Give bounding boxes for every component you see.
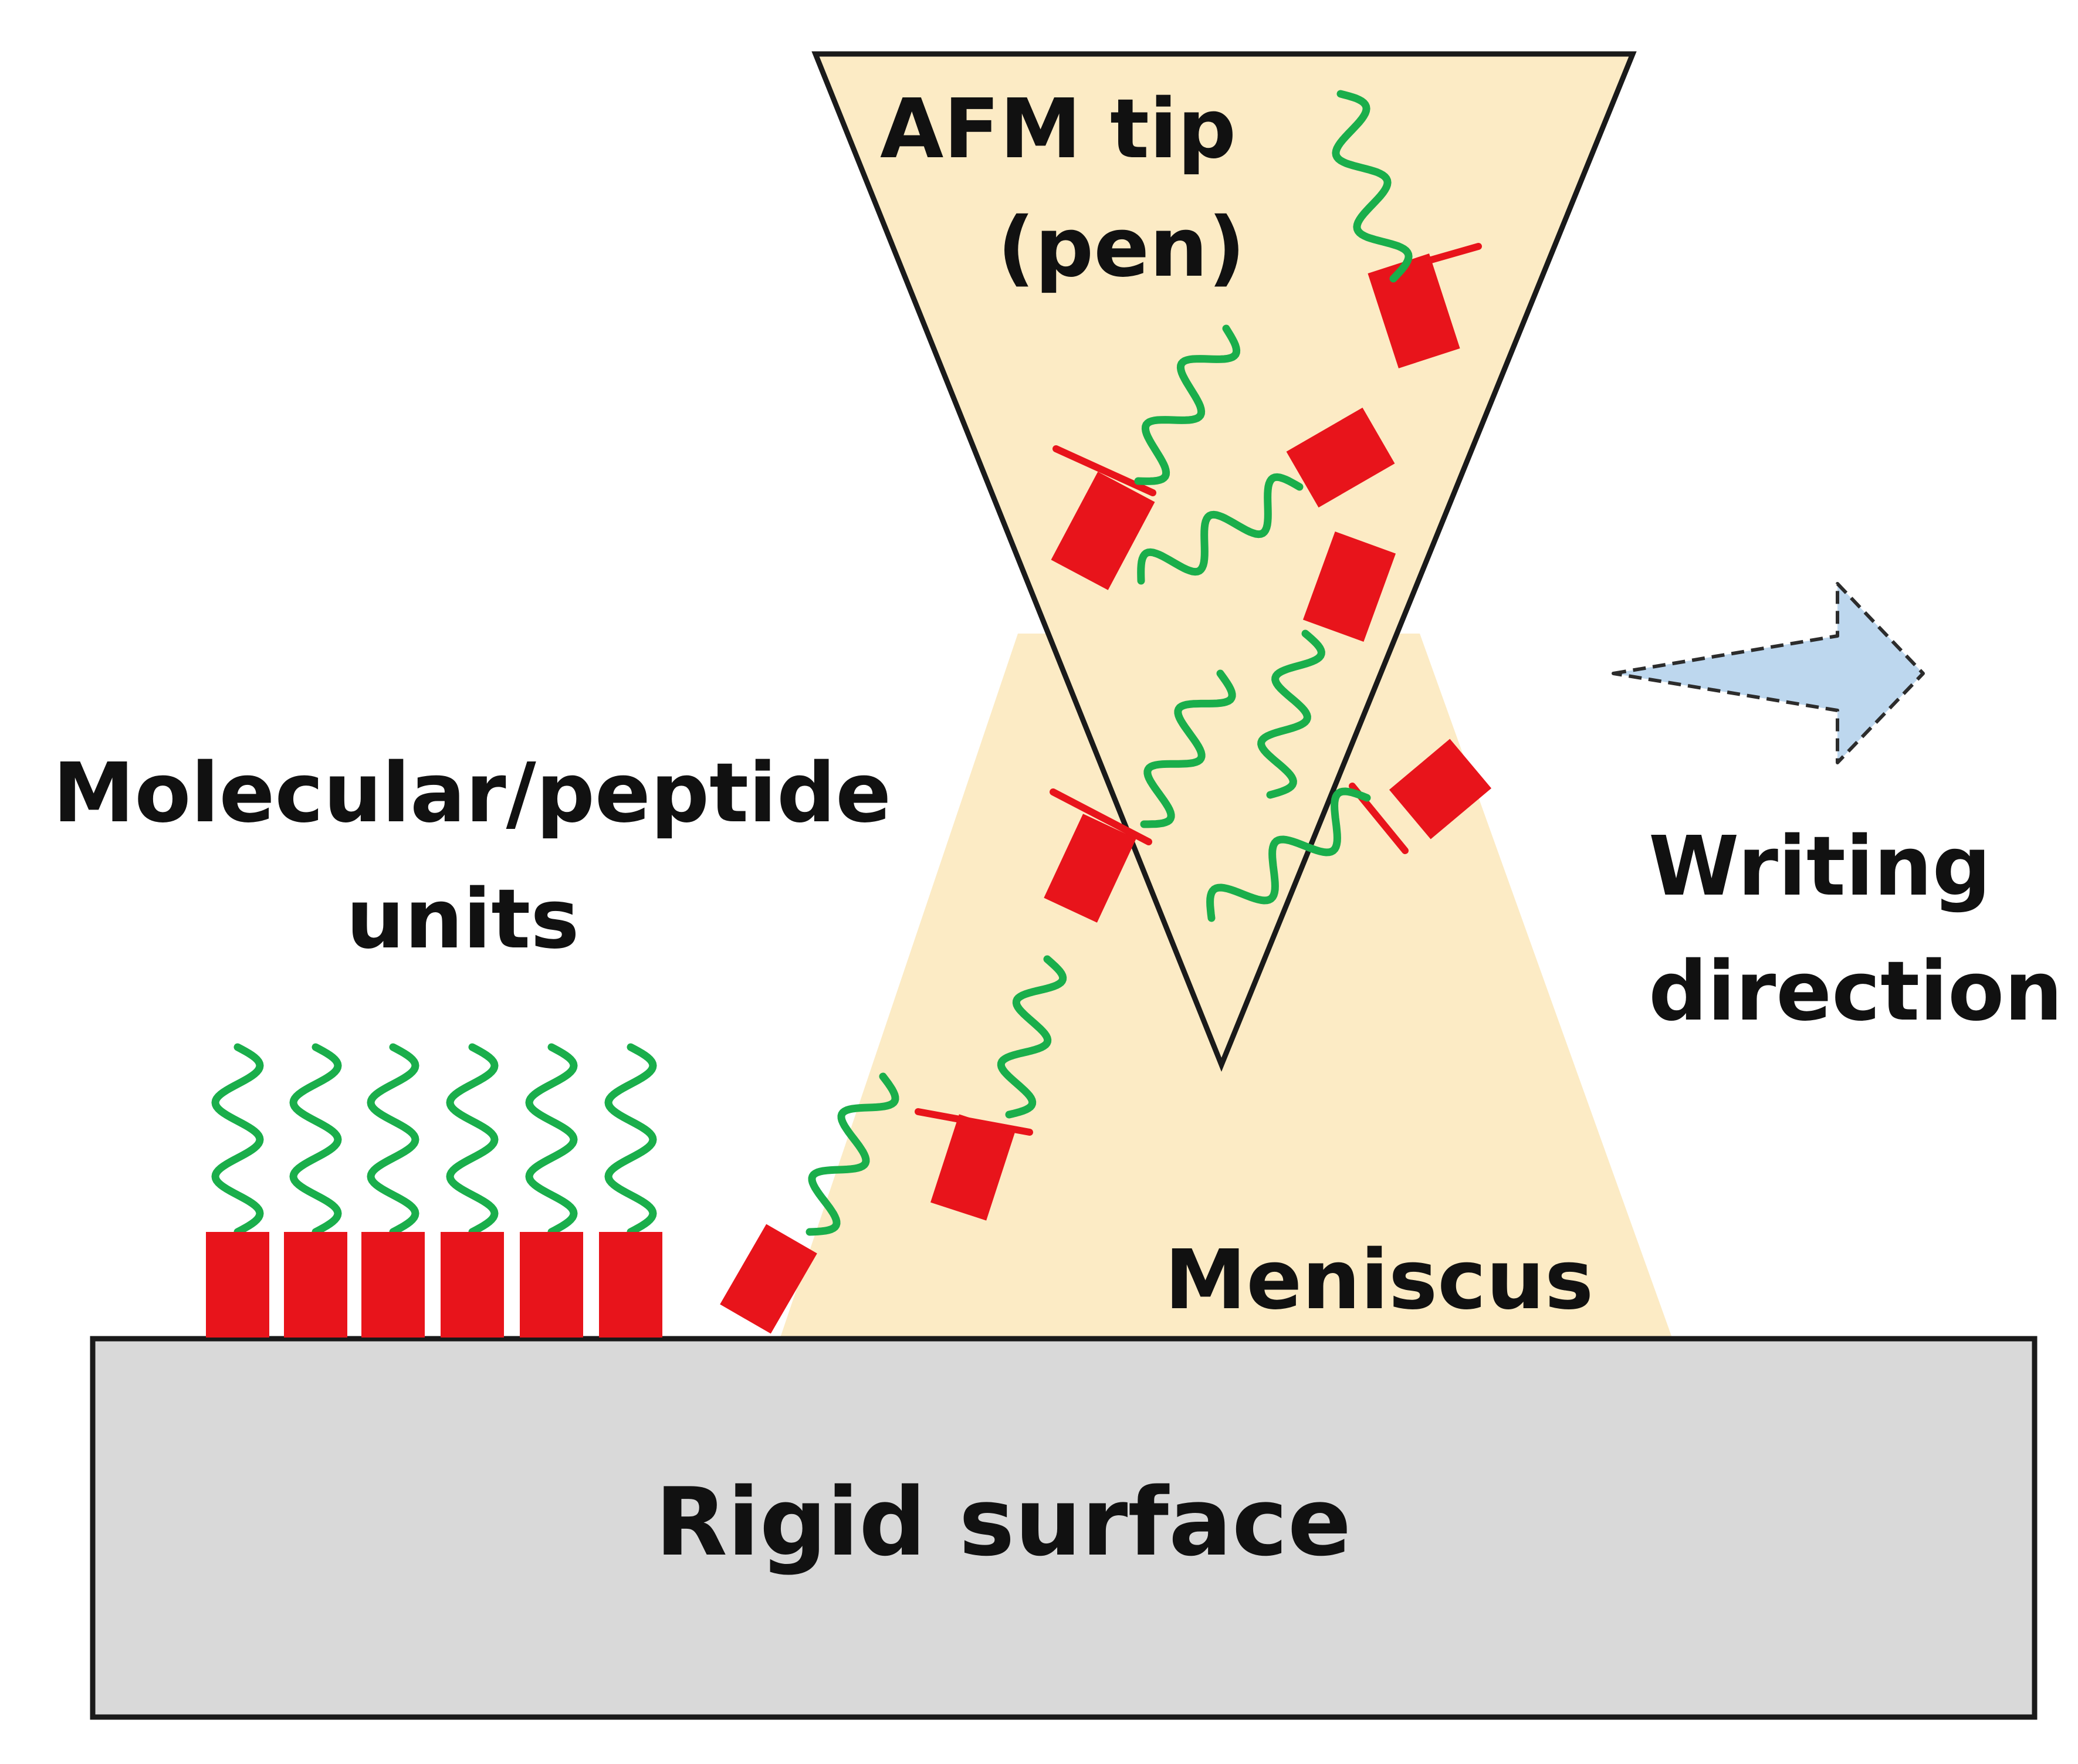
units-label-line2: units — [346, 872, 580, 967]
tip-molecule-head — [1051, 472, 1155, 590]
afm-tip-label-line1: AFM tip — [880, 82, 1236, 177]
transport-molecule-tail — [1257, 629, 1325, 799]
writing-label-line2: direction — [1649, 944, 2063, 1040]
sam-molecule-head — [441, 1232, 504, 1338]
transport-molecule-bar — [915, 1108, 1033, 1136]
units-label-line1: Molecular/peptide — [53, 746, 891, 841]
transport-molecule-head — [930, 1114, 1015, 1221]
deposited-molecule-head — [720, 1224, 817, 1334]
tip-molecule-head — [1286, 407, 1395, 508]
transport-molecule-tail — [1140, 669, 1236, 828]
writing-label-line1: Writing — [1649, 819, 1991, 915]
transport-molecule-tail — [1206, 787, 1371, 922]
sam-molecule-head — [361, 1232, 425, 1338]
sam-molecule-tail — [525, 1043, 578, 1236]
tip-molecule-tail — [1134, 324, 1241, 485]
tip-molecule-bar — [1372, 243, 1482, 279]
transport-molecule-bar — [1050, 788, 1152, 845]
deposited-molecule-tail — [806, 1072, 899, 1236]
transport-molecule-head — [1044, 814, 1136, 923]
sam-molecule-head — [599, 1232, 662, 1338]
tip-molecule-bar — [1052, 445, 1156, 496]
tip-molecule-head — [1368, 253, 1460, 368]
tip-molecule-head — [1302, 531, 1396, 642]
sam-molecule-head — [206, 1232, 269, 1338]
sam-molecule-tail — [446, 1043, 499, 1236]
sam-molecule-tail — [604, 1043, 657, 1236]
molecules-group — [206, 90, 1492, 1338]
meniscus-label: Meniscus — [1165, 1233, 1593, 1328]
tip-molecule-tail — [1332, 90, 1413, 283]
sam-molecule-head — [520, 1232, 583, 1338]
transport-molecule-head — [1389, 739, 1492, 839]
sam-molecule-tail — [367, 1043, 419, 1236]
transport-molecule-tail — [997, 955, 1067, 1119]
sam-molecule-tail — [211, 1043, 264, 1236]
tip-molecule-tail — [1137, 473, 1304, 585]
writing-direction-arrow — [1612, 582, 1925, 764]
sam-molecule-tail — [289, 1043, 342, 1236]
afm-tip-label-line2: (pen) — [997, 200, 1246, 296]
rigid-surface — [90, 1336, 2038, 1720]
sam-molecule-head — [284, 1232, 347, 1338]
surface-label: Rigid surface — [655, 1467, 1352, 1577]
